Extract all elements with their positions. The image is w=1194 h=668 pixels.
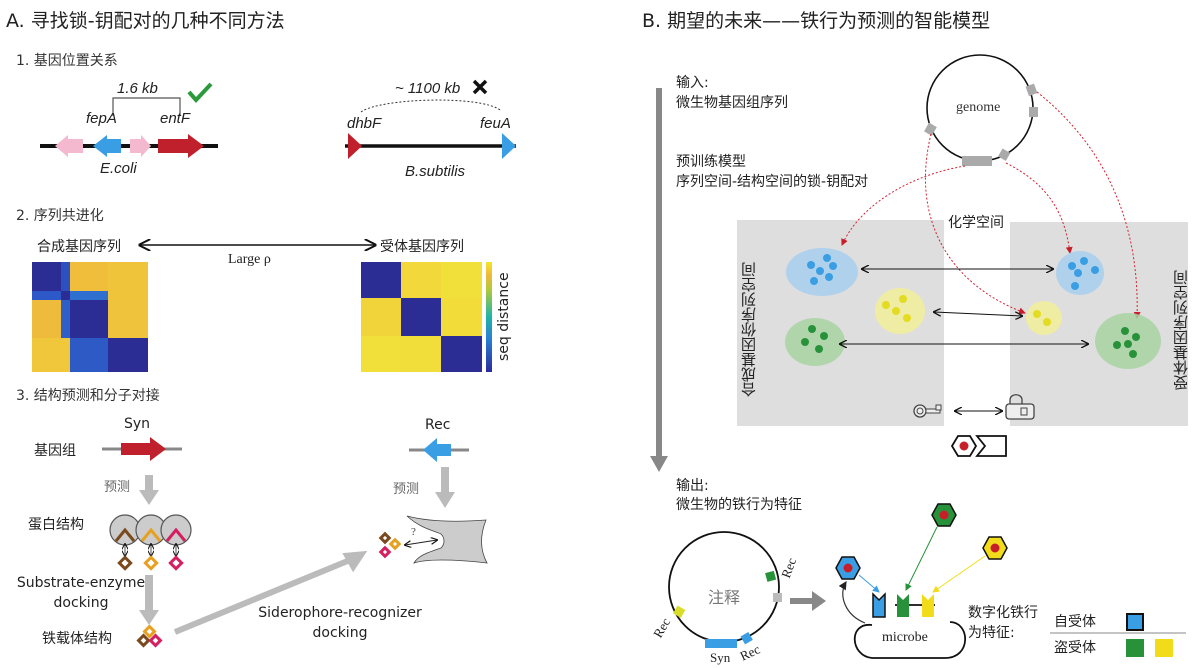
legend-self-receptor-label: 自受体 <box>1054 614 1096 630</box>
large-rho-label: Large ρ <box>228 252 271 267</box>
predict-arrow-down <box>139 475 159 505</box>
annotated-genome <box>668 531 782 648</box>
fepA-gene-arrow <box>93 135 121 157</box>
output-text: 微生物的铁行为特征 <box>676 497 802 513</box>
legend-self-receptor: 自受体 <box>1054 611 1145 631</box>
genome-label: 基因组 <box>34 443 76 459</box>
rec-gene <box>409 438 469 462</box>
cross-icon <box>472 79 488 95</box>
seq-distance-colorbar <box>486 262 492 372</box>
bsub-organism-label: B.subtilis <box>405 163 466 180</box>
syn-gene-arrow <box>121 437 166 461</box>
yellow-cluster-rec <box>1026 301 1062 335</box>
ecoli-distance-label: 1.6 kb <box>117 80 158 97</box>
genome-circle-label: genome <box>956 100 1001 115</box>
distance-bracket <box>112 97 181 116</box>
yellow-mapping-arrow <box>934 312 1022 316</box>
steal-receptor-yellow <box>922 594 934 617</box>
digital-feature-label-1: 数字化铁行 <box>968 605 1038 621</box>
syn-sequence-label: 合成基因序列 <box>37 239 121 255</box>
feuA-gene-arrow <box>502 133 516 159</box>
siderophore-structure-label: 铁载体结构 <box>42 631 112 647</box>
protein-structure-label: 蛋白结构 <box>28 517 84 533</box>
rec-sequence-label: 受体基因序列 <box>380 239 464 255</box>
steal-receptor-green <box>897 594 909 617</box>
self-receptor <box>872 592 886 618</box>
model-label: 预训练模型 <box>676 154 746 170</box>
rec-heatmap <box>361 262 482 372</box>
syn-label: Syn <box>124 416 151 432</box>
pipeline-arrow-head <box>650 456 668 472</box>
pink-gene-arrow <box>55 135 83 157</box>
genome-mapping-arrows <box>841 91 1141 319</box>
predict-label-right: 预测 <box>393 482 420 497</box>
syn-gene <box>102 437 182 461</box>
output-label: 输出: <box>676 478 709 494</box>
genome-circle <box>924 54 1038 166</box>
entF-label: entF <box>160 110 191 127</box>
ecoli-gene-cluster <box>40 82 218 158</box>
colorbar-label: seq distance <box>496 272 512 362</box>
ecoli-organism-label: E.coli <box>100 160 137 177</box>
siderophore-cluster <box>136 624 163 648</box>
docking-arrow-down <box>139 575 159 625</box>
feuA-label: feuA <box>480 115 511 132</box>
uptake-arrow <box>838 580 866 624</box>
distance-arc <box>360 99 501 113</box>
legend-green-swatch <box>1126 639 1145 657</box>
bsub-gene-cluster <box>345 79 516 159</box>
rec-label: Rec <box>425 417 451 433</box>
rec-sequence-space-label: 受体基因序列空间 <box>1172 270 1190 390</box>
pipeline-arrow-shaft <box>656 88 662 456</box>
lock-icon <box>1005 394 1035 420</box>
siderophore-recognizer-arrow <box>173 557 352 635</box>
siderophore-receptor-glyph <box>950 435 1007 457</box>
section3-title: 3. 结构预测和分子对接 <box>16 388 160 404</box>
rec-clusters <box>1026 251 1161 369</box>
substrate-enzyme-docking-label: Substrate-enzyme docking <box>16 575 146 611</box>
input-label: 输入: <box>676 75 709 91</box>
predict-arrow-down-right <box>435 467 455 508</box>
siderophore-recognizer-docking-label: Siderophore-recognizer docking <box>258 605 422 641</box>
siderophore-cluster-right <box>378 531 402 559</box>
microbe-label: microbe <box>882 630 928 645</box>
green-cluster <box>785 318 845 366</box>
section1-title: 1. 基因位置关系 <box>16 53 118 69</box>
entF-gene-arrow <box>158 134 204 158</box>
legend-blue-swatch <box>1126 613 1145 631</box>
dhbF-label: dhbF <box>347 115 382 132</box>
protein-structures <box>109 514 192 571</box>
syn-clusters <box>785 248 925 366</box>
input-text: 微生物基因组序列 <box>676 95 788 111</box>
annotation-label: 注释 <box>708 590 741 607</box>
pink-gene-arrow <box>130 135 151 157</box>
chemical-space-label: 化学空间 <box>948 215 1004 231</box>
annotation-to-microbe-arrow <box>790 591 826 611</box>
syn-sequence-space-label: 合成基因你序列空间 <box>740 262 758 398</box>
syn-heatmap <box>32 262 148 372</box>
docking-double-arrow <box>405 540 437 545</box>
receptor-notch-icon <box>975 435 1007 457</box>
legend-yellow-swatch <box>1154 639 1173 657</box>
section2-title: 2. 序列共进化 <box>16 208 104 224</box>
check-icon <box>187 82 213 103</box>
fepA-label: fepA <box>86 110 117 127</box>
panel-b-title: B. 期望的未来——铁行为预测的智能模型 <box>642 10 991 32</box>
bsub-distance-label: ~ 1100 kb <box>395 80 461 97</box>
model-text: 序列空间-结构空间的锁-钥配对 <box>676 174 869 190</box>
digital-feature-label-2: 为特征: <box>968 625 1015 641</box>
microbe-cell <box>838 580 967 659</box>
docking-question-mark: ? <box>411 526 416 538</box>
predict-label-left: 预测 <box>104 480 131 495</box>
receptor-protein-shape <box>406 515 488 564</box>
syn-tag: Syn <box>710 650 731 665</box>
legend-steal-receptor-label: 盗受体 <box>1054 640 1096 656</box>
key-icon <box>913 404 942 418</box>
rec-gene-arrow <box>423 438 451 462</box>
siderophore-hexagons <box>835 503 1008 593</box>
dhbF-gene-arrow <box>348 133 362 159</box>
panel-a-title: A. 寻找锁-钥配对的几种不同方法 <box>6 10 285 32</box>
legend-steal-receptor: 盗受体 <box>1054 637 1173 657</box>
